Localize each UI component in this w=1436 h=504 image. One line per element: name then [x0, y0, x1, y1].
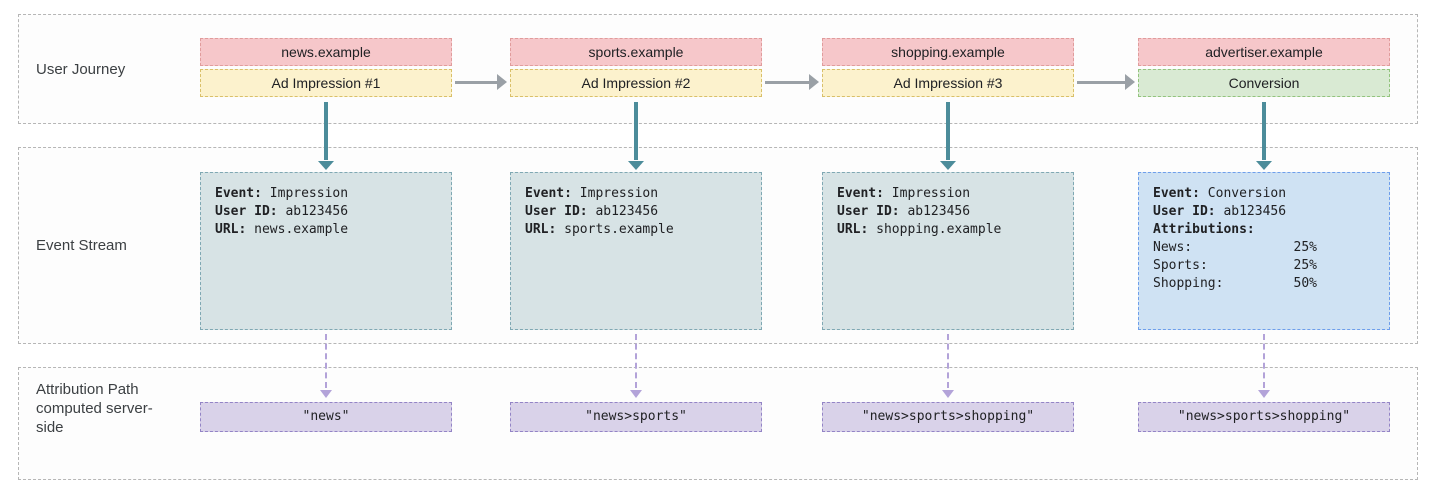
url-line: URL: sports.example: [525, 222, 674, 237]
event-box-conversion: Event: Conversion User ID: ab123456 Attr…: [1138, 172, 1390, 330]
event-line: Event: Impression: [837, 186, 971, 201]
site-box-shopping: shopping.example: [822, 38, 1074, 66]
user-id-line: User ID: ab123456: [1153, 204, 1287, 219]
journey-arrow-right-icon: [1077, 74, 1135, 90]
event-stream-arrow-down-icon: [628, 102, 644, 170]
ad-impression-2-box: Ad Impression #2: [510, 69, 762, 97]
url-line: URL: shopping.example: [837, 222, 1002, 237]
event-stream-arrow-down-icon: [940, 102, 956, 170]
site-box-sports: sports.example: [510, 38, 762, 66]
attribution-path-box-2: "news>sports": [510, 402, 762, 432]
ad-impression-1-box: Ad Impression #1: [200, 69, 452, 97]
ad-impression-3-box: Ad Impression #3: [822, 69, 1074, 97]
event-line: Event: Impression: [525, 186, 659, 201]
event-line: Event: Conversion: [1153, 186, 1287, 201]
attributions-heading: Attributions:: [1153, 222, 1255, 237]
user-id-line: User ID: ab123456: [215, 204, 349, 219]
event-box-news: Event: Impression User ID: ab123456 URL:…: [200, 172, 452, 330]
attribution-line-sports: Sports:25%: [1153, 258, 1317, 273]
event-stream-arrow-down-icon: [318, 102, 334, 170]
journey-arrow-right-icon: [765, 74, 819, 90]
site-box-news: news.example: [200, 38, 452, 66]
user-id-line: User ID: ab123456: [837, 204, 971, 219]
journey-arrow-right-icon: [455, 74, 507, 90]
attribution-arrow-down-icon: [942, 334, 954, 398]
conversion-box: Conversion: [1138, 69, 1390, 97]
attribution-arrow-down-icon: [630, 334, 642, 398]
attribution-path-box-4: "news>sports>shopping": [1138, 402, 1390, 432]
url-line: URL: news.example: [215, 222, 349, 237]
attribution-path-box-1: "news": [200, 402, 452, 432]
user-id-line: User ID: ab123456: [525, 204, 659, 219]
site-box-advertiser: advertiser.example: [1138, 38, 1390, 66]
attribution-line-shopping: Shopping:50%: [1153, 276, 1317, 291]
event-line: Event: Impression: [215, 186, 349, 201]
event-box-shopping: Event: Impression User ID: ab123456 URL:…: [822, 172, 1074, 330]
attribution-path-label: Attribution Path computed server-side: [36, 381, 153, 436]
attribution-arrow-down-icon: [320, 334, 332, 398]
user-journey-label: User Journey: [36, 61, 126, 78]
attribution-line-news: News:25%: [1153, 240, 1317, 255]
event-stream-label: Event Stream: [36, 237, 127, 254]
attribution-arrow-down-icon: [1258, 334, 1270, 398]
attribution-path-box-3: "news>sports>shopping": [822, 402, 1074, 432]
event-stream-arrow-down-icon: [1256, 102, 1272, 170]
event-box-sports: Event: Impression User ID: ab123456 URL:…: [510, 172, 762, 330]
